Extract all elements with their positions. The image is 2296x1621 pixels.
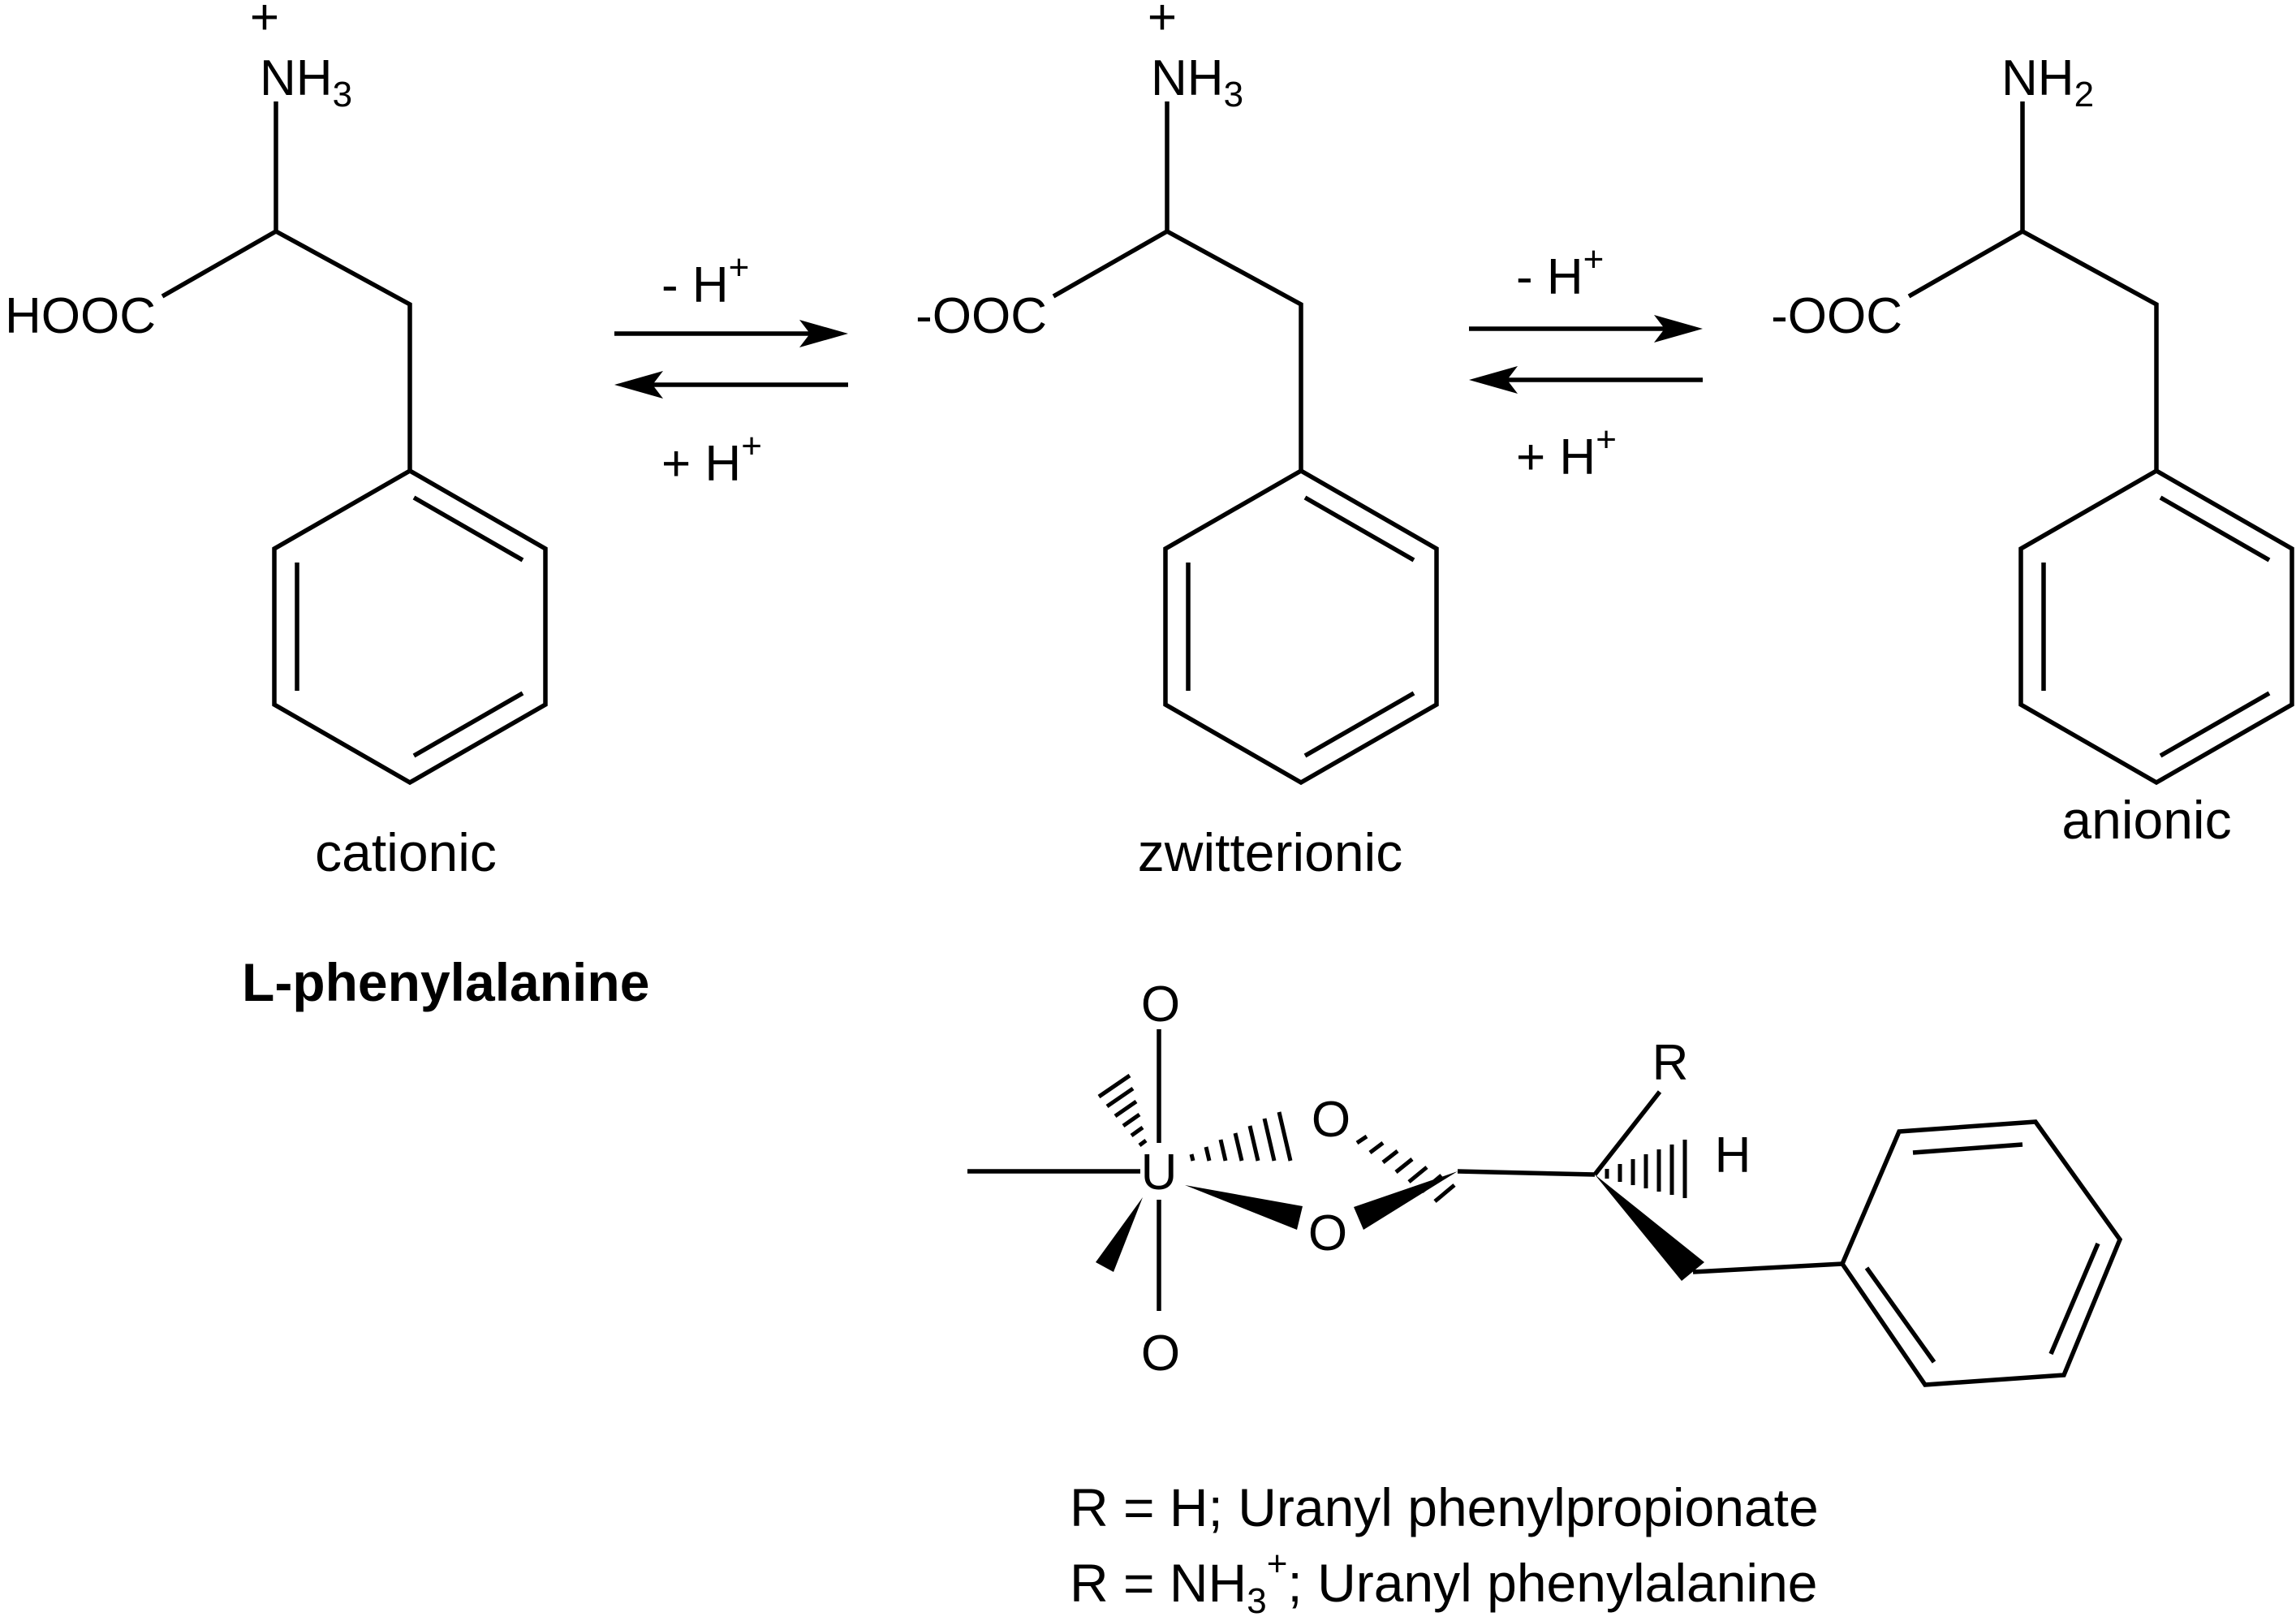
amine-label: NH — [1151, 50, 1224, 106]
oxo-top: O — [1141, 976, 1180, 1033]
legend-line-2: R = NH3+; Uranyl phenylalanine — [1070, 1544, 1817, 1621]
reverse-label: + H+ — [661, 426, 762, 492]
equilibrium-arrows-1: - H+ + H+ — [614, 248, 848, 492]
wedge-bond-u-o-lower — [1185, 1185, 1303, 1230]
legend-line-1: R = H; Uranyl phenylpropionate — [1070, 1477, 1819, 1537]
substituent-r: R — [1652, 1035, 1689, 1091]
hydrogen-atom: H — [1715, 1127, 1751, 1183]
caption-zwitterionic: zwitterionic — [1138, 822, 1402, 882]
amine-subscript: 2 — [2074, 75, 2094, 114]
hashed-bond-upper-left — [1097, 1073, 1148, 1147]
forward-arrowhead — [799, 320, 848, 347]
charge-plus: + — [250, 0, 279, 45]
legend-line-2-sub: 3 — [1247, 1581, 1266, 1621]
molecule-cationic: + NH3 HOOC cationic — [5, 0, 545, 882]
compound-title: L-phenylalanine — [242, 952, 649, 1012]
legend: R = H; Uranyl phenylpropionate R = NH3+;… — [1070, 1477, 1819, 1621]
amine-subscript: 3 — [333, 75, 352, 114]
acid-group: -OOC — [915, 288, 1047, 344]
caption-cationic: cationic — [315, 822, 497, 882]
wedge-bond-o-c — [1354, 1171, 1458, 1230]
oxo-bottom: O — [1141, 1326, 1180, 1382]
amine-subscript: 3 — [1224, 75, 1243, 114]
bond-ch2-ring — [1692, 1261, 1843, 1274]
hashed-bond-calpha-h — [1605, 1140, 1687, 1198]
hashed-bond-u-o-upper — [1189, 1111, 1293, 1162]
ligand-oxygen-upper: O — [1312, 1092, 1350, 1148]
reverse-arrowhead — [614, 371, 663, 399]
reverse-arrowhead — [1469, 366, 1518, 394]
benzene-ring — [1839, 1119, 2123, 1387]
molecule-anionic: NH2 -OOC anionic — [1771, 50, 2292, 850]
amine-label: NH — [2001, 50, 2074, 106]
forward-label: - H+ — [1516, 239, 1604, 305]
bond-calpha-r — [1592, 1090, 1662, 1176]
equilibrium-arrows-2: - H+ + H+ — [1469, 239, 1703, 485]
caption-anionic: anionic — [2061, 790, 2231, 850]
legend-line-2-b: ; Uranyl phenylalanine — [1287, 1553, 1817, 1613]
uranyl-complex: U O O O O — [967, 976, 2123, 1387]
wedge-bond-lower-left — [1096, 1197, 1143, 1272]
legend-line-2-sup: + — [1267, 1544, 1288, 1584]
legend-line-2-a: R = NH — [1070, 1553, 1247, 1613]
amine-label: NH — [260, 50, 333, 106]
wedge-bond-calpha-ch2 — [1595, 1175, 1704, 1281]
uranium-atom: U — [1141, 1145, 1178, 1201]
ligand-oxygen-lower: O — [1308, 1205, 1347, 1261]
reverse-label: + H+ — [1516, 420, 1617, 485]
acid-group: -OOC — [1771, 288, 1902, 344]
bond-c-calpha — [1457, 1169, 1596, 1177]
molecule-zwitterionic: + NH3 -OOC zwitterionic — [915, 0, 1437, 882]
amine-group: NH2 — [2001, 50, 2094, 114]
charge-plus: + — [1148, 0, 1177, 45]
amine-group: NH3 — [260, 50, 352, 114]
forward-arrowhead — [1654, 315, 1703, 343]
acid-group: HOOC — [5, 288, 156, 344]
forward-label: - H+ — [661, 248, 749, 313]
amine-group: NH3 — [1151, 50, 1243, 114]
